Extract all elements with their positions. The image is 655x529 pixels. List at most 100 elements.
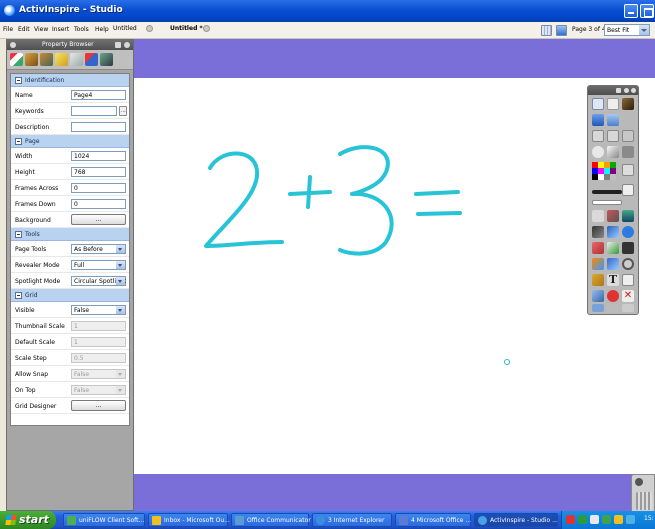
section-grid[interactable]: Grid (11, 289, 129, 302)
color-swatch[interactable] (592, 168, 598, 174)
fill-icon[interactable] (622, 146, 634, 158)
reset-page-icon[interactable] (592, 146, 604, 158)
toolbox-close-icon[interactable] (631, 88, 636, 93)
voting-browser-icon[interactable] (100, 53, 113, 66)
object-browser-icon[interactable] (40, 53, 53, 66)
page-browser-icon[interactable] (10, 53, 23, 66)
zoom-icon[interactable] (622, 258, 634, 270)
color-swatch[interactable] (604, 174, 610, 180)
screen-capture-icon[interactable] (607, 114, 619, 126)
previous-page-icon[interactable] (592, 130, 604, 142)
property-browser-icon[interactable] (70, 53, 83, 66)
color-swatch[interactable] (592, 162, 598, 168)
trash-can[interactable] (631, 474, 655, 515)
handwriting-ink[interactable] (134, 78, 655, 474)
tools-icon[interactable] (607, 210, 619, 222)
grid-designer-button[interactable]: ... (71, 400, 126, 411)
page-marker[interactable] (504, 359, 510, 365)
menu-view[interactable]: View (34, 26, 49, 33)
toolbox-header[interactable] (588, 86, 638, 95)
section-tools[interactable]: Tools (11, 228, 129, 241)
pen-width-slider[interactable] (592, 190, 622, 194)
color-picker-icon[interactable] (622, 164, 634, 176)
color-swatch[interactable] (610, 174, 616, 180)
tab-untitled-active[interactable]: Untitled * (170, 25, 203, 32)
tray-security-icon[interactable] (578, 515, 587, 524)
marquee-icon[interactable] (622, 210, 634, 222)
color-swatch[interactable] (598, 168, 604, 174)
help-icon[interactable] (622, 226, 634, 238)
tray-communicator-icon[interactable] (602, 515, 611, 524)
collapse-icon[interactable] (15, 292, 22, 299)
menu-help[interactable]: Help (95, 26, 109, 33)
task-uniflow[interactable]: uniFLOW Client Soft... (63, 513, 145, 527)
notes-browser-icon[interactable] (55, 53, 68, 66)
main-menu-icon[interactable] (592, 98, 604, 110)
next-page-icon[interactable] (607, 130, 619, 142)
tray-network-icon[interactable] (566, 515, 575, 524)
color-swatch[interactable] (598, 162, 604, 168)
clock[interactable]: 15: (644, 515, 654, 522)
color-swatch[interactable] (610, 168, 616, 174)
visible-select[interactable]: False (71, 305, 126, 315)
clear-icon[interactable] (607, 290, 619, 302)
tray-help-icon[interactable] (590, 515, 599, 524)
menu-icon[interactable] (115, 42, 121, 48)
color-swatch[interactable] (604, 168, 610, 174)
color-swatch[interactable] (610, 162, 616, 168)
menu-insert[interactable]: Insert (52, 26, 70, 33)
start-button[interactable]: start (0, 511, 56, 529)
flipchart-page[interactable] (134, 78, 655, 474)
collapse-icon[interactable] (15, 138, 22, 145)
menu-tools[interactable]: Tools (74, 26, 89, 33)
frames-across-field[interactable]: 0 (71, 183, 126, 193)
width-field[interactable]: 1024 (71, 151, 126, 161)
revealer-icon[interactable] (622, 242, 634, 254)
minimize-button[interactable] (624, 4, 638, 18)
page-tools-select[interactable]: As Before (71, 244, 126, 254)
highlighter-icon[interactable] (607, 226, 619, 238)
undo-icon[interactable] (592, 304, 604, 312)
text-icon[interactable]: T (607, 273, 619, 286)
menu-file[interactable]: File (3, 26, 14, 33)
collapse-icon[interactable] (15, 77, 22, 84)
activinspire-app-icon[interactable] (4, 5, 15, 16)
color-swatch[interactable] (598, 174, 604, 180)
task-outlook[interactable]: Inbox - Microsoft Ou... (148, 513, 230, 527)
task-activinspire[interactable]: ActivInspire - Studio ... (474, 513, 558, 527)
menu-edit[interactable]: Edit (18, 26, 30, 33)
chevron-down-icon[interactable] (116, 245, 125, 253)
close-icon[interactable] (124, 42, 130, 48)
task-microsoft-office[interactable]: 4 Microsoft Office ... (395, 513, 471, 527)
delete-icon[interactable] (592, 290, 604, 302)
maximize-button[interactable] (640, 4, 654, 18)
tab-close-icon[interactable] (146, 25, 153, 32)
eraser-icon[interactable] (592, 242, 604, 254)
resource-browser-icon[interactable] (25, 53, 38, 66)
collapse-icon[interactable] (15, 231, 22, 238)
chevron-down-icon[interactable] (116, 261, 125, 269)
select-icon[interactable] (592, 210, 604, 222)
grid-view-icon[interactable] (541, 25, 552, 36)
chevron-down-icon[interactable] (116, 277, 125, 285)
magic-ink-icon[interactable] (607, 146, 619, 158)
color-swatch[interactable] (604, 162, 610, 168)
scale-icon[interactable] (622, 130, 634, 142)
background-button[interactable]: ... (71, 214, 126, 225)
action-browser-icon[interactable] (85, 53, 98, 66)
tab-close-icon[interactable] (203, 25, 210, 32)
frames-down-field[interactable]: 0 (71, 199, 126, 209)
keywords-browse-button[interactable]: ... (119, 106, 127, 116)
shape-icon[interactable] (592, 258, 604, 270)
spotlight-mode-select[interactable]: Circular Spotlight (71, 276, 126, 286)
section-identification[interactable]: Identification (11, 74, 129, 87)
spotlight-icon[interactable] (622, 274, 634, 286)
desktop-view-icon[interactable] (556, 25, 567, 36)
redo-icon[interactable] (607, 304, 619, 312)
dashboard-icon[interactable] (607, 98, 619, 110)
chevron-down-icon[interactable] (116, 306, 125, 314)
description-field[interactable] (71, 122, 126, 132)
pin-icon[interactable] (10, 42, 16, 48)
height-field[interactable]: 768 (71, 167, 126, 177)
fill-bucket-icon[interactable] (592, 274, 604, 286)
